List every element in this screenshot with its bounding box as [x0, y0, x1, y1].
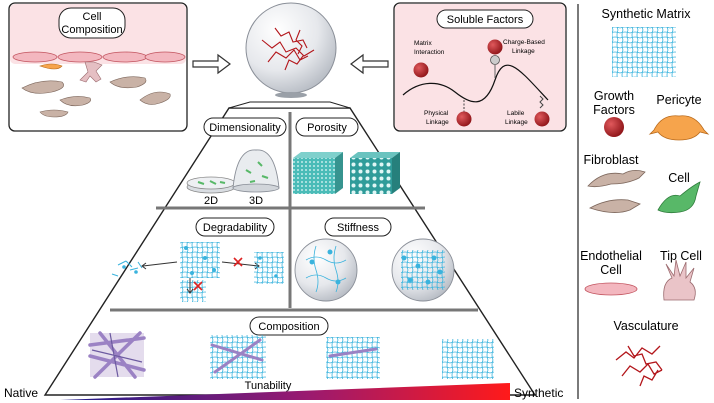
cell-icon [657, 181, 701, 214]
legend-endothelial-label-2: Cell [600, 263, 622, 277]
porosity-cube-coarse [350, 152, 400, 194]
gf-labile [534, 111, 550, 127]
degradability-label: Degradability [203, 222, 268, 234]
porosity-section: Porosity [293, 117, 400, 194]
endothelial-cell-icon [584, 282, 638, 296]
cross-mark-right-icon [233, 257, 243, 267]
legend-endothelial-label-1: Endothelial [580, 249, 642, 263]
label-physical-1: Physical [424, 110, 449, 117]
synthetic-matrix-sample [442, 339, 494, 379]
label-physical-2: Linkage [426, 119, 449, 126]
dome-3d [232, 149, 280, 193]
gf-physical [456, 111, 472, 127]
soluble-factors-pill [436, 9, 534, 29]
porosity-label: Porosity [307, 122, 347, 134]
pericyte-icon [648, 115, 710, 141]
charge-based-node [490, 55, 500, 65]
fibroblast-4 [139, 91, 171, 105]
dimensionality-section: Dimensionality 2D 3D [186, 117, 287, 207]
fibroblast-1 [21, 80, 64, 94]
cell-composition-pill [58, 7, 126, 39]
hydrogel-sphere [245, 2, 337, 98]
cell-composition-label-1: Cell [83, 11, 102, 23]
legend-growth-factors-label-1: Growth [594, 89, 634, 103]
legend-synthetic-matrix-icon [612, 27, 676, 77]
legend-fibroblast-label: Fibroblast [584, 153, 639, 167]
arrow-left-degrade-icon [142, 261, 178, 267]
mixed-matrix-1 [210, 335, 266, 379]
legend: Synthetic Matrix Growth Factors Pericyte… [580, 7, 710, 387]
legend-synthetic-matrix-label: Synthetic Matrix [602, 7, 692, 21]
soluble-factors-panel: Soluble Factors Matrix Interaction Charg… [393, 2, 567, 132]
fibroblast-5 [39, 109, 69, 118]
dimensionality-pill [203, 117, 287, 137]
label-matrix-interaction-1: Matrix [414, 40, 432, 47]
disc-2d [186, 176, 236, 194]
polymer-chain [402, 64, 549, 103]
legend-cell-label: Cell [668, 171, 690, 185]
label-charge-based-1: Charge-Based [503, 39, 545, 46]
fibroblast-icon [587, 170, 646, 213]
composition-section: Composition Native Tunability Synthetic [4, 316, 563, 400]
porosity-pill [295, 117, 359, 137]
label-matrix-interaction-2: Interaction [414, 49, 445, 56]
gf-matrix-interaction [413, 62, 429, 78]
gf-charge-based [487, 39, 503, 55]
label-labile-1: Labile [507, 110, 525, 117]
stiffness-pill [324, 217, 392, 237]
stiffness-sphere-soft [294, 238, 358, 302]
tip-cell-small [79, 61, 103, 83]
cross-mark-icon [193, 281, 203, 291]
synthetic-label: Synthetic [514, 386, 563, 400]
tip-cell-icon [663, 259, 696, 301]
stiffness-section: Stiffness [294, 217, 455, 302]
native-label: Native [4, 386, 38, 400]
pericyte-small [39, 63, 63, 70]
tunability-label: Tunability [245, 380, 292, 392]
degradability-section: Degradability [111, 217, 284, 302]
vasculature-icon [615, 345, 663, 387]
legend-tip-cell-label: Tip Cell [660, 249, 702, 263]
native-matrix [88, 331, 146, 379]
cell-composition-label-2: Composition [61, 24, 122, 36]
mixed-matrix-2 [326, 337, 380, 379]
porosity-cube-fine [293, 152, 343, 194]
label-charge-based-2: Linkage [512, 48, 535, 55]
fibroblast-3 [59, 96, 91, 107]
arrow-left-icon [350, 53, 389, 75]
label-labile-2: Linkage [505, 119, 528, 126]
fibroblast-2 [109, 76, 147, 89]
arrow-down-icon [186, 278, 194, 294]
legend-pericyte-label: Pericyte [656, 93, 701, 107]
pyramid [43, 101, 537, 396]
soluble-factors-label: Soluble Factors [447, 14, 524, 26]
endothelial-layer [12, 51, 186, 63]
dimensionality-label: Dimensionality [209, 122, 281, 134]
composition-pill [249, 316, 329, 336]
stiffness-label: Stiffness [337, 222, 379, 234]
tunability-gradient-bar [60, 383, 510, 400]
cell-composition-panel: Cell Composition [8, 2, 188, 132]
growth-factor-icon [604, 117, 624, 137]
composition-label: Composition [258, 321, 319, 333]
stiffness-sphere-stiff [391, 238, 455, 302]
label-3d: 3D [249, 195, 263, 207]
label-2d: 2D [204, 195, 218, 207]
fragments-left [111, 260, 143, 277]
degradability-pill [195, 217, 275, 237]
legend-growth-factors-label-2: Factors [593, 103, 635, 117]
arrow-right-icon [192, 53, 231, 75]
legend-vasculature-label: Vasculature [613, 319, 678, 333]
